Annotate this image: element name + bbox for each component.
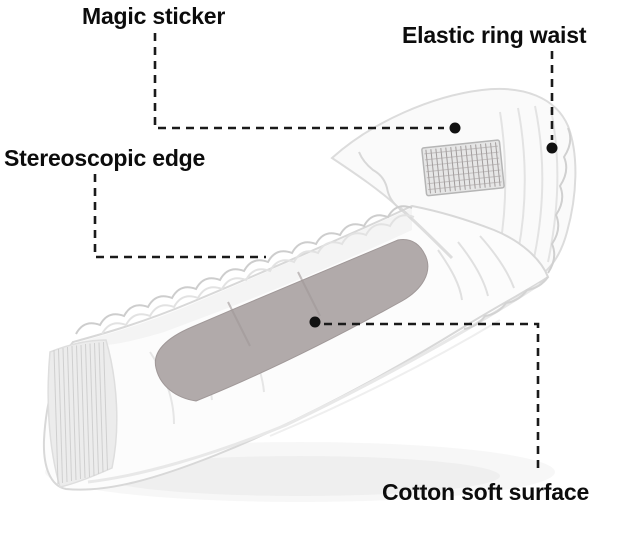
leader-line-magic-sticker [153,33,444,130]
magic-sticker-patch [421,139,505,197]
waist-ruffle-edge [547,127,572,274]
callout-dot-magic-sticker [449,122,461,134]
absorbent-pad [154,239,429,402]
sticker-grid-horizontal [424,145,502,191]
leader-lines [93,33,554,470]
front-waistband-strip [47,339,118,488]
stereoscopic-edge-ruffle [75,205,549,335]
label-elastic-ring-waist: Elastic ring waist [402,22,587,48]
strip-texture-lines [53,341,108,485]
callout-dot-elastic-ring-waist [546,142,558,154]
callout-dots [309,122,558,328]
leader-line-stereoscopic-edge [93,174,266,259]
label-stereoscopic-edge: Stereoscopic edge [4,145,206,171]
label-magic-sticker: Magic sticker [82,3,226,29]
waist-gather-lines [499,105,559,263]
callout-dot-cotton-soft-surface [309,316,321,328]
leader-line-cotton-soft-surface [324,322,540,470]
label-cotton-soft-surface: Cotton soft surface [382,479,590,505]
